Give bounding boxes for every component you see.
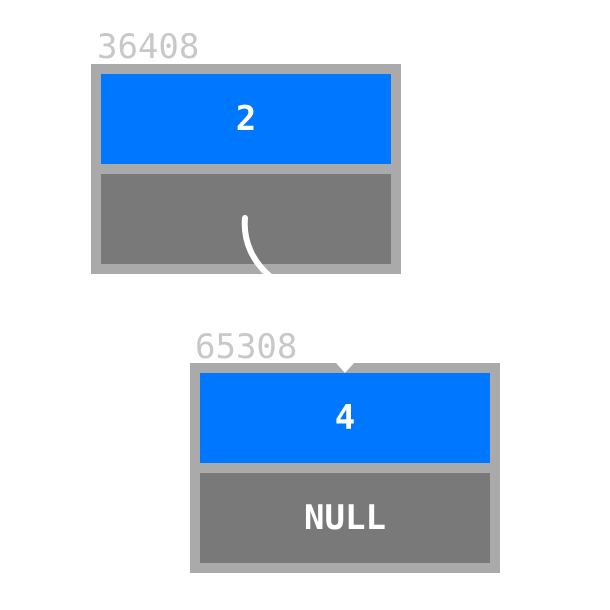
node-data-cell: 2 (101, 74, 391, 164)
list-node: 4 NULL (190, 363, 500, 573)
node-address: 65308 (195, 327, 298, 367)
list-node: 2 (91, 64, 401, 274)
node-next-cell (101, 174, 391, 264)
node-data-cell: 4 (200, 373, 490, 463)
node-address: 36408 (97, 27, 200, 67)
node-next-cell: NULL (200, 473, 490, 563)
